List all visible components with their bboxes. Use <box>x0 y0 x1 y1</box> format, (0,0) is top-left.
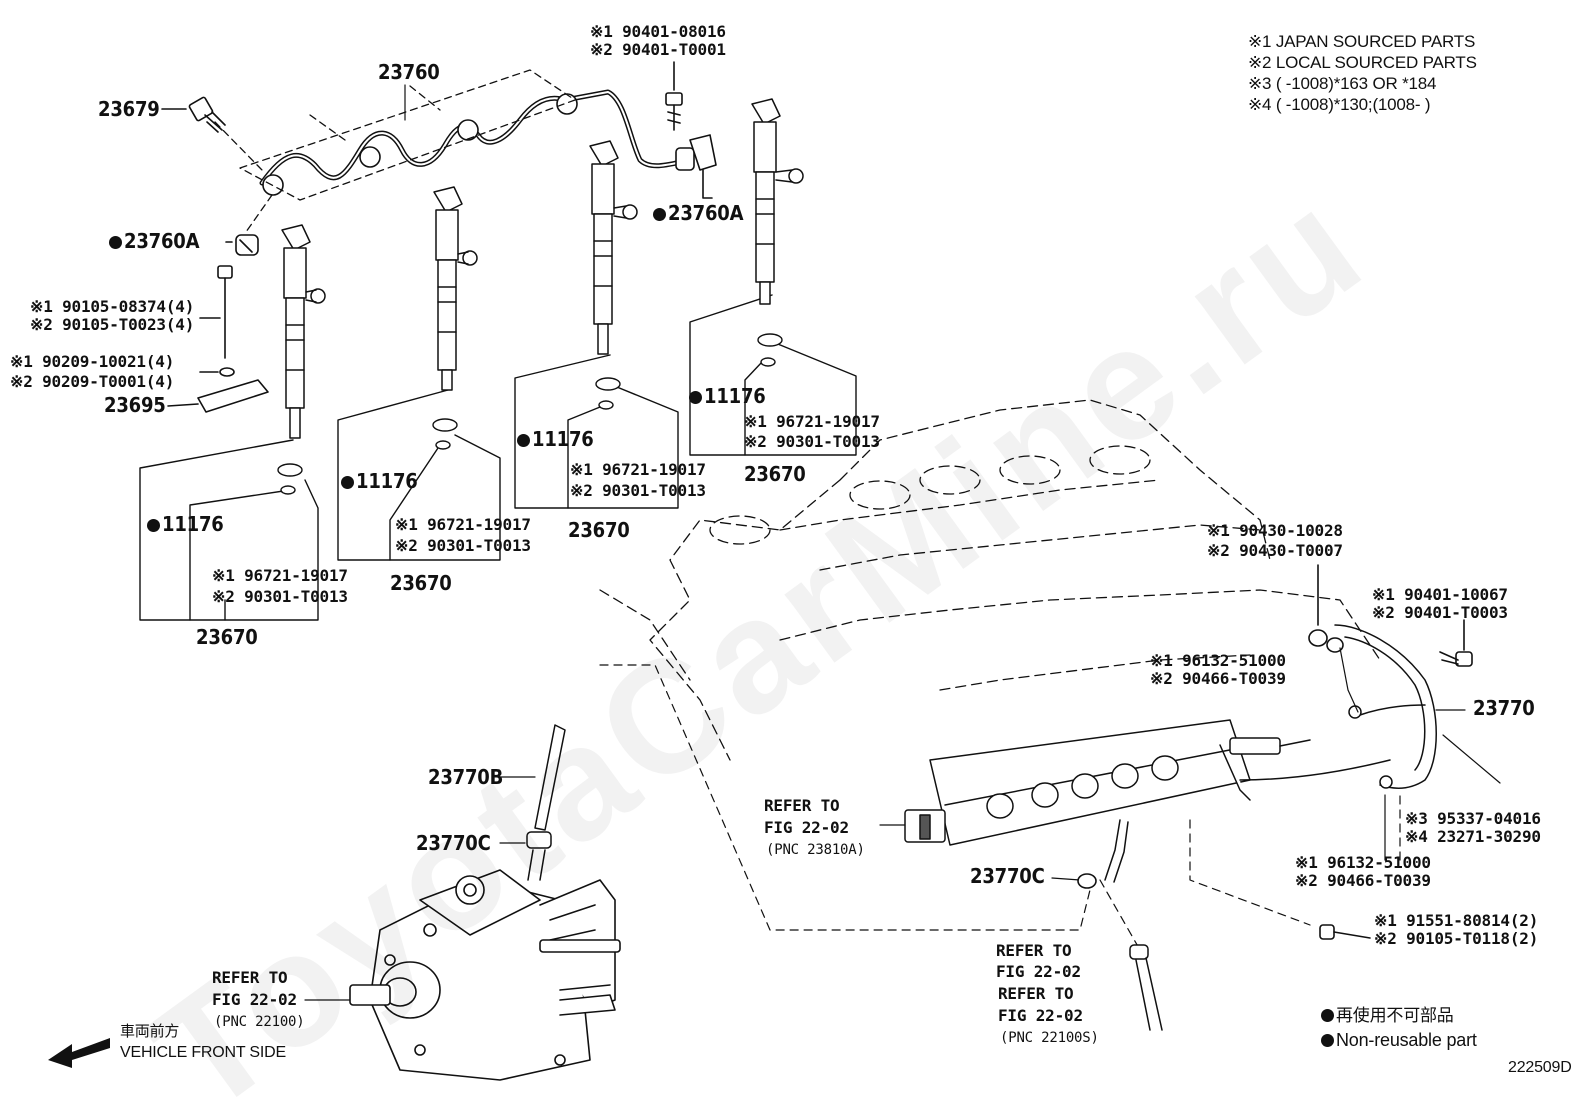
part-23770C-right[interactable]: 23770C <box>970 864 1045 888</box>
refer-rail-line1[interactable]: REFER TO <box>764 796 840 815</box>
part-23670-g2[interactable]: 23670 <box>390 571 452 595</box>
supply-pump <box>349 869 621 1081</box>
bolt-left-long <box>199 265 233 359</box>
part-clamp-b-2[interactable]: ※2 90466-T0039 <box>1295 871 1431 890</box>
part-23760A-right[interactable]: 23760A <box>652 203 744 223</box>
part-23770[interactable]: 23770 <box>1473 696 1535 720</box>
part-seal-g4-1[interactable]: ※1 96721-19017 <box>744 412 880 431</box>
clamp-23760A-left <box>225 234 259 256</box>
union-bolt-right <box>1439 619 1473 667</box>
note-japan-sourced: ※1 JAPAN SOURCED PARTS <box>1248 32 1476 51</box>
part-seal-g2-2[interactable]: ※2 90301-T0013 <box>395 536 531 555</box>
hose-pipe-lower <box>1104 819 1129 883</box>
part-gasket-2[interactable]: ※2 90430-T0007 <box>1207 541 1343 560</box>
cylinder-head-outline <box>599 399 1381 761</box>
legend-non-reusable-jp: 再使用不可部品 <box>1320 1006 1454 1026</box>
dashed-leaders <box>599 664 1401 951</box>
part-clamp-2[interactable]: ※2 90466-T0039 <box>1150 669 1286 688</box>
clamp-23770C-right <box>1077 873 1097 889</box>
bolt-top <box>665 61 683 131</box>
part-23760A-left[interactable]: 23760A <box>108 231 200 251</box>
part-clamp-1[interactable]: ※1 96132-51000 <box>1150 651 1286 670</box>
note-4: ※4 ( -1008)*130;(1008- ) <box>1248 95 1431 114</box>
part-seal-g3-1[interactable]: ※1 96721-19017 <box>570 460 706 479</box>
screw-right <box>1319 924 1371 940</box>
part-hose-3[interactable]: ※3 95337-04016 <box>1405 809 1541 828</box>
part-union-bolt-2[interactable]: ※2 90401-T0003 <box>1372 603 1508 622</box>
refer-a-line2[interactable]: FIG 22-02 <box>996 962 1081 981</box>
legend-non-reusable-en: Non-reusable part <box>1320 1030 1477 1050</box>
front-arrow <box>48 1038 110 1068</box>
part-union-bolt-1[interactable]: ※1 90401-10067 <box>1372 585 1508 604</box>
refer-b-line3[interactable]: (PNC 22100S) <box>1000 1030 1099 1046</box>
part-washer-left-1[interactable]: ※1 90209-10021(4) <box>10 352 175 371</box>
hose-lower-right <box>1129 944 1163 1031</box>
part-seal-g4-2[interactable]: ※2 90301-T0013 <box>744 432 880 451</box>
part-23670-g3[interactable]: 23670 <box>568 518 630 542</box>
part-seal-g1-1[interactable]: ※1 96721-19017 <box>212 566 348 585</box>
return-hose-23770 <box>1239 624 1437 790</box>
part-gasket-1[interactable]: ※1 90430-10028 <box>1207 521 1343 540</box>
refer-b-line1[interactable]: REFER TO <box>998 984 1074 1003</box>
part-23670-g1[interactable]: 23670 <box>196 625 258 649</box>
injector-group-leaders <box>139 294 857 621</box>
part-23770C-left[interactable]: 23770C <box>416 831 491 855</box>
note-3: ※3 ( -1008)*163 OR *184 <box>1248 74 1437 93</box>
injectors <box>281 98 804 439</box>
vehicle-front-jp: 車両前方 <box>120 1023 180 1040</box>
seals <box>277 333 783 495</box>
clamp-23695 <box>167 379 269 413</box>
solid-leaders <box>304 647 1501 1001</box>
clamp-23760A-right <box>689 134 717 199</box>
part-11176-g3[interactable]: 11176 <box>516 429 594 449</box>
refer-rail-line2[interactable]: FIG 22-02 <box>764 818 849 837</box>
part-washer-left-2[interactable]: ※2 90209-T0001(4) <box>10 372 175 391</box>
gasket-pair <box>1308 564 1344 653</box>
refer-rail-line3[interactable]: (PNC 23810A) <box>766 842 865 858</box>
part-hose-4[interactable]: ※4 23271-30290 <box>1405 827 1541 846</box>
part-screw-1[interactable]: ※1 91551-80814(2) <box>1374 911 1539 930</box>
part-seal-g2-1[interactable]: ※1 96721-19017 <box>395 515 531 534</box>
refer-pump-line3[interactable]: (PNC 22100) <box>214 1014 305 1030</box>
refer-a-line1[interactable]: REFER TO <box>996 941 1072 960</box>
refer-pump-line1[interactable]: REFER TO <box>212 968 288 987</box>
part-11176-g2[interactable]: 11176 <box>340 471 418 491</box>
injection-pipe <box>214 69 695 233</box>
part-23770B[interactable]: 23770B <box>428 765 504 789</box>
part-clamp-b-1[interactable]: ※1 96132-51000 <box>1295 853 1431 872</box>
union-bolt-23679 <box>161 96 226 133</box>
part-seal-g3-2[interactable]: ※2 90301-T0013 <box>570 481 706 500</box>
part-bolt-left-2[interactable]: ※2 90105-T0023(4) <box>30 315 195 334</box>
hose-23770B <box>526 724 566 881</box>
part-23760[interactable]: 23760 <box>378 60 440 84</box>
part-bolt-top-1[interactable]: ※1 90401-08016 <box>590 22 726 41</box>
part-screw-2[interactable]: ※2 90105-T0118(2) <box>1374 929 1539 948</box>
part-23695[interactable]: 23695 <box>104 393 166 417</box>
part-23670-g4[interactable]: 23670 <box>744 462 806 486</box>
washer-left <box>199 367 235 377</box>
part-seal-g1-2[interactable]: ※2 90301-T0013 <box>212 587 348 606</box>
note-local-sourced: ※2 LOCAL SOURCED PARTS <box>1248 53 1477 72</box>
refer-b-line2[interactable]: FIG 22-02 <box>998 1006 1083 1025</box>
vehicle-front-en: VEHICLE FRONT SIDE <box>120 1044 286 1061</box>
figure-id: 222509D <box>1508 1059 1572 1076</box>
part-bolt-left-1[interactable]: ※1 90105-08374(4) <box>30 297 195 316</box>
part-bolt-top-2[interactable]: ※2 90401-T0001 <box>590 40 726 59</box>
part-11176-g1[interactable]: 11176 <box>146 514 224 534</box>
common-rail <box>904 719 1311 846</box>
part-11176-g4[interactable]: 11176 <box>688 386 766 406</box>
refer-pump-line2[interactable]: FIG 22-02 <box>212 990 297 1009</box>
part-23679[interactable]: 23679 <box>98 97 160 121</box>
